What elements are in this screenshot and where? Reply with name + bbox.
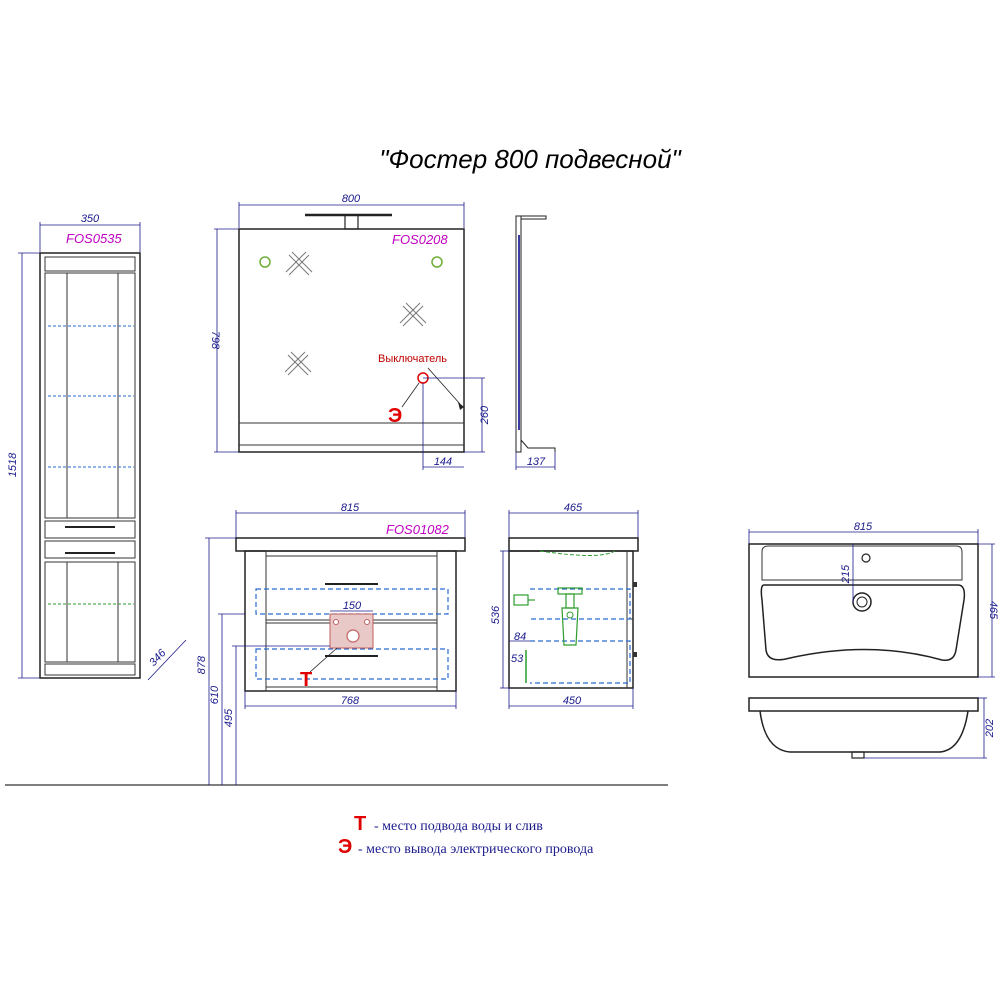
- mirror-code: FOS0208: [392, 232, 448, 247]
- drain-icon: [346, 629, 360, 643]
- pencil-case-view: 350 FOS0535 1518 346: [7, 213, 187, 681]
- legend: Т - место подвода воды и слив Э - место …: [338, 813, 594, 858]
- vanity-side-depth: 450: [563, 695, 582, 707]
- glare-icon: [285, 251, 313, 276]
- mirror-width: 800: [342, 193, 361, 205]
- vanity-top-width: 815: [341, 502, 360, 514]
- dim-84: 84: [514, 631, 526, 643]
- legend-mark-electric: Э: [338, 836, 352, 858]
- mirror-side-view: 137: [515, 215, 556, 470]
- basin-depth: 465: [987, 601, 999, 620]
- dim-53: 53: [511, 653, 524, 665]
- vanity-height-878: 878: [196, 655, 208, 674]
- led-lamp-icon: [431, 256, 443, 268]
- pencil-case-width: 350: [81, 213, 100, 225]
- siphon-icon: [557, 587, 583, 646]
- glare-icon: [399, 302, 427, 327]
- water-mark: Т: [300, 669, 312, 691]
- vanity-height-495: 495: [223, 708, 235, 727]
- tap-hole-icon: [861, 553, 871, 563]
- basin-drain-icon: [852, 592, 872, 612]
- switch-label: Выключатель: [378, 353, 447, 365]
- vanity-front-view: 815 FOS01082 150 Т 768 878 610: [196, 502, 466, 785]
- mirror-height: 798: [209, 331, 221, 350]
- vanity-side-height: 536: [490, 605, 502, 624]
- pencil-case-code: FOS0535: [66, 231, 122, 246]
- basin-width: 815: [854, 521, 873, 533]
- legend-text-electric: - место вывода электрического провода: [358, 842, 594, 857]
- mirror-side-depth: 137: [527, 456, 546, 468]
- electric-mark: Э: [388, 405, 402, 427]
- vanity-height-610: 610: [209, 685, 221, 704]
- basin-side-view: 202: [748, 697, 996, 759]
- mirror-view: 800 FOS0208 798 Выключатель: [209, 193, 556, 470]
- drain-outlet-icon: [513, 594, 529, 606]
- supply-width: 150: [343, 600, 362, 612]
- switch-offset: 144: [434, 456, 452, 468]
- tap-offset: 215: [840, 564, 852, 584]
- pencil-case-height: 1518: [7, 452, 19, 477]
- basin-top-view: 815 215 465: [748, 521, 999, 678]
- switch-height: 260: [479, 405, 491, 425]
- legend-mark-water: Т: [354, 813, 366, 835]
- vanity-side-width: 465: [564, 502, 583, 514]
- pencil-case-depth: 346: [147, 647, 169, 669]
- vanity-side-view: 465 536 84 53 450: [490, 502, 639, 709]
- led-lamp-icon: [259, 256, 271, 268]
- basin-height: 202: [984, 719, 996, 738]
- drawing-title: "Фостер 800 подвесной": [379, 144, 682, 174]
- legend-text-water: - место подвода воды и слив: [374, 819, 543, 834]
- glare-icon: [284, 351, 312, 376]
- vanity-code: FOS01082: [386, 522, 450, 537]
- vanity-body-width: 768: [341, 695, 360, 707]
